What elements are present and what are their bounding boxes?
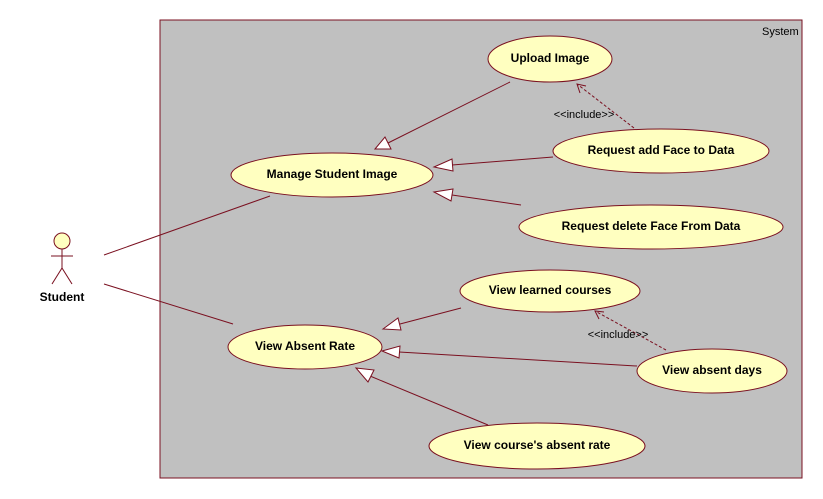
svg-text:Request add Face to Data: Request add Face to Data — [588, 143, 735, 157]
system-label: System — [762, 26, 799, 38]
actor-student[interactable]: Student — [40, 232, 85, 304]
gen-delete-face-to-manage — [432, 188, 522, 206]
actor-right-leg — [61, 267, 73, 285]
svg-text:View course's absent rate: View course's absent rate — [464, 438, 611, 452]
include-add-face-upload — [576, 83, 635, 129]
svg-text:Manage Student Image: Manage Student Image — [267, 167, 398, 181]
use-case-view-absent-rate[interactable]: View Absent Rate — [227, 324, 383, 370]
include-label-2: <<include>> — [588, 329, 649, 341]
svg-text:View learned courses: View learned courses — [489, 283, 612, 297]
actor-label: Student — [40, 290, 85, 304]
svg-text:Upload Image: Upload Image — [511, 51, 590, 65]
use-case-view-course-absent-rate[interactable]: View course's absent rate — [428, 422, 646, 470]
actor-left-leg — [51, 267, 63, 285]
use-case-view-absent-days[interactable]: View absent days — [636, 348, 788, 394]
gen-absent-days-to-absent-rate — [380, 345, 638, 367]
gen-course-absent-to-absent-rate — [354, 367, 489, 426]
gen-upload-to-manage — [373, 81, 511, 150]
assoc-student-view-absent-rate — [103, 283, 234, 325]
gen-add-face-to-manage — [432, 156, 554, 172]
svg-text:View Absent Rate: View Absent Rate — [255, 339, 355, 353]
include-absent-days-learned-courses — [594, 310, 667, 351]
assoc-student-manage-image — [103, 195, 271, 256]
include-label-1: <<include>> — [554, 109, 615, 121]
use-case-view-learned-courses[interactable]: View learned courses — [459, 269, 641, 313]
use-case-request-add-face[interactable]: Request add Face to Data — [552, 128, 770, 174]
actor-head — [53, 232, 71, 250]
use-case-upload-image[interactable]: Upload Image — [487, 35, 613, 83]
gen-learned-courses-to-absent-rate — [381, 307, 462, 331]
svg-text:Request delete Face From Data: Request delete Face From Data — [562, 219, 741, 233]
use-case-request-delete-face[interactable]: Request delete Face From Data — [518, 204, 784, 250]
system-boundary — [159, 19, 803, 479]
use-case-manage-student-image[interactable]: Manage Student Image — [230, 152, 434, 198]
svg-text:View absent days: View absent days — [662, 363, 762, 377]
